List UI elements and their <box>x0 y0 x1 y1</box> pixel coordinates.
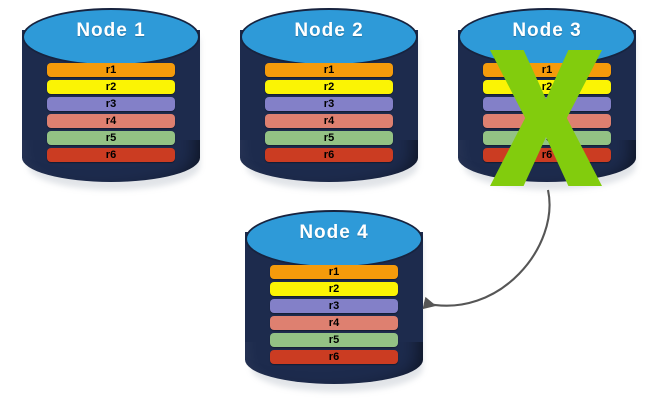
record-row-label: r4 <box>105 115 117 127</box>
record-row-label: r1 <box>541 64 553 76</box>
record-row-label: r4 <box>323 115 335 127</box>
record-row: r4 <box>47 114 175 128</box>
node-record-list: r1 r2 r3 r4 r5 r6 <box>265 63 393 165</box>
record-row: r6 <box>270 350 398 364</box>
record-row: r1 <box>270 265 398 279</box>
record-row-label: r5 <box>541 132 553 144</box>
record-row: r3 <box>483 97 611 111</box>
record-row: r5 <box>47 131 175 145</box>
record-row: r3 <box>265 97 393 111</box>
record-row: r1 <box>265 63 393 77</box>
node-cylinder-top <box>245 210 423 268</box>
record-row: r4 <box>265 114 393 128</box>
record-row: r4 <box>483 114 611 128</box>
record-row: r2 <box>265 80 393 94</box>
record-row-label: r2 <box>105 81 117 93</box>
record-row-label: r3 <box>105 98 117 110</box>
record-row: r5 <box>483 131 611 145</box>
record-row: r4 <box>270 316 398 330</box>
node-record-list: r1 r2 r3 r4 r5 r6 <box>270 265 398 367</box>
record-row-label: r1 <box>105 64 117 76</box>
record-row-label: r5 <box>105 132 117 144</box>
record-row-label: r2 <box>328 283 340 295</box>
record-row-label: r2 <box>323 81 335 93</box>
record-row: r3 <box>47 97 175 111</box>
record-row: r3 <box>270 299 398 313</box>
record-row: r6 <box>47 148 175 162</box>
record-row-label: r6 <box>328 351 340 363</box>
record-row-label: r6 <box>105 149 117 161</box>
record-row-label: r5 <box>323 132 335 144</box>
record-row-label: r3 <box>323 98 335 110</box>
record-row-label: r3 <box>541 98 553 110</box>
record-row-label: r2 <box>541 81 553 93</box>
record-row-label: r4 <box>541 115 553 127</box>
record-row: r1 <box>483 63 611 77</box>
record-row: r2 <box>483 80 611 94</box>
record-row-label: r1 <box>323 64 335 76</box>
record-row: r2 <box>47 80 175 94</box>
node-cylinder-top <box>240 8 418 66</box>
node-record-list: r1 r2 r3 r4 r5 r6 <box>483 63 611 165</box>
record-row-label: r4 <box>328 317 340 329</box>
record-row-label: r1 <box>328 266 340 278</box>
record-row-label: r6 <box>323 149 335 161</box>
record-row: r6 <box>265 148 393 162</box>
node-cylinder-top <box>22 8 200 66</box>
record-row: r6 <box>483 148 611 162</box>
node-record-list: r1 r2 r3 r4 r5 r6 <box>47 63 175 165</box>
record-row: r2 <box>270 282 398 296</box>
record-row: r1 <box>47 63 175 77</box>
record-row: r5 <box>270 333 398 347</box>
node-cylinder-top <box>458 8 636 66</box>
record-row: r5 <box>265 131 393 145</box>
record-row-label: r5 <box>328 334 340 346</box>
record-row-label: r6 <box>541 149 553 161</box>
replication-arrow <box>422 189 551 310</box>
record-row-label: r3 <box>328 300 340 312</box>
